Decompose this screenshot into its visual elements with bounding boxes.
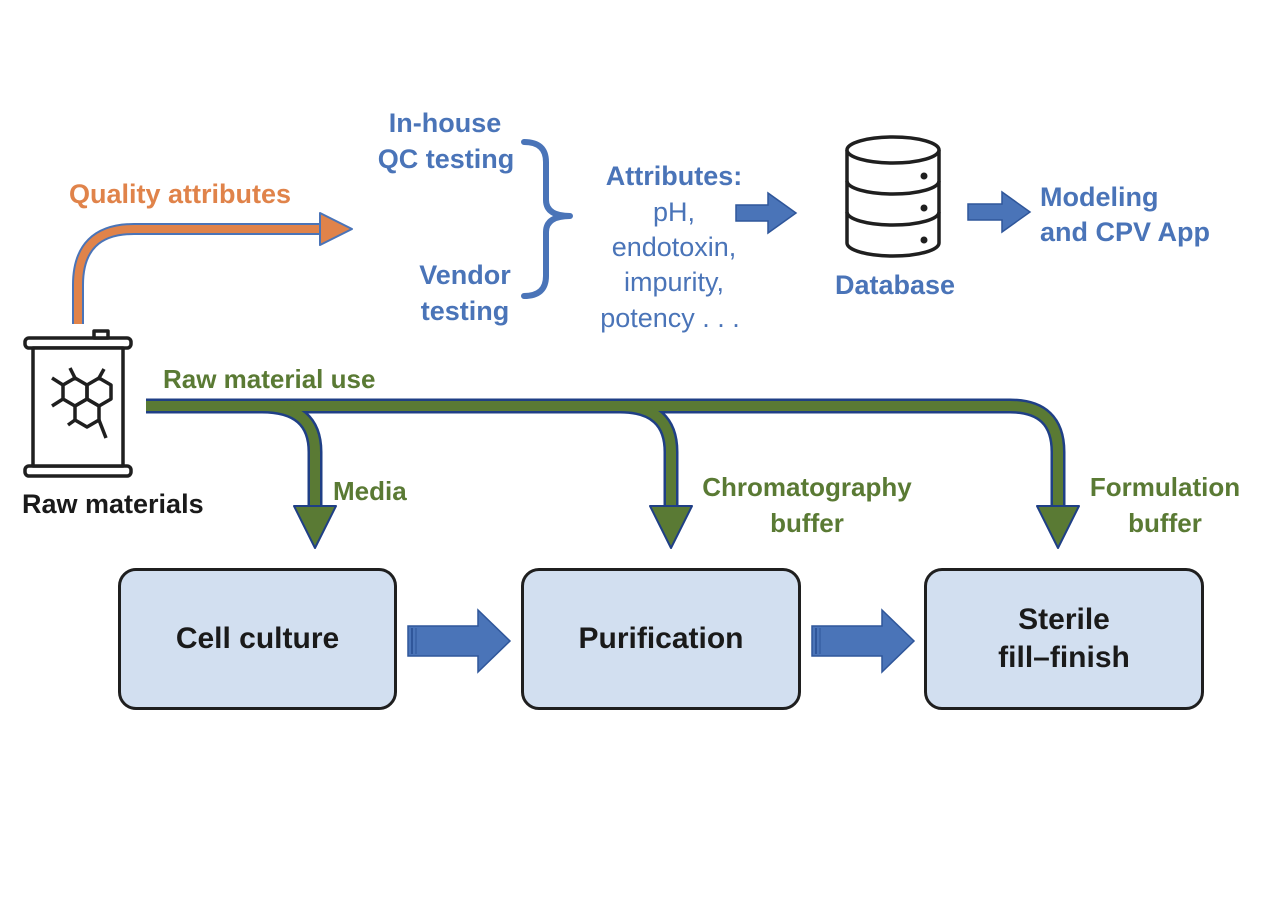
chromatography-label-line1: Chromatography	[702, 472, 912, 502]
cell-culture-box: Cell culture	[118, 568, 397, 710]
modeling-label-line1: Modeling	[1040, 182, 1159, 212]
raw-material-use-label: Raw material use	[163, 364, 376, 394]
raw-materials-label: Raw materials	[22, 489, 204, 519]
in-house-label-line1: In-house	[388, 108, 502, 138]
database-label: Database	[834, 270, 956, 300]
purification-to-fill-finish-arrow	[811, 608, 916, 674]
attributes-potency: potency . . .	[600, 303, 740, 333]
database-to-modeling-arrow	[967, 190, 1032, 234]
vendor-label-line2: testing	[420, 296, 510, 326]
formulation-label-line1: Formulation	[1089, 472, 1241, 502]
attributes-to-database-arrow	[735, 191, 798, 235]
purification-label: Purification	[578, 622, 744, 655]
sterile-fill-finish-label: Sterile fill–finish	[998, 603, 1130, 674]
in-house-label-line2: QC testing	[377, 144, 515, 174]
attributes-title: Attributes:	[605, 161, 743, 191]
quality-attributes-label: Quality attributes	[69, 179, 292, 209]
sterile-fill-finish-box: Sterile fill–finish	[924, 568, 1204, 710]
chemical-barrel-icon	[23, 329, 133, 478]
purification-box: Purification	[521, 568, 801, 710]
quality-attributes-arrow	[72, 212, 353, 324]
attributes-ph: pH,	[652, 197, 696, 227]
attributes-impurity: impurity,	[623, 267, 724, 297]
cell-culture-to-purification-arrow	[407, 608, 512, 674]
attributes-endotoxin: endotoxin,	[611, 232, 737, 262]
testing-brace	[521, 139, 573, 299]
cell-culture-label: Cell culture	[175, 622, 340, 655]
media-label: Media	[333, 476, 407, 506]
formulation-label-line2: buffer	[1128, 508, 1202, 538]
database-icon	[845, 135, 941, 258]
chromatography-label-line2: buffer	[770, 508, 844, 538]
raw-material-use-arrows	[146, 398, 1080, 549]
modeling-label-line2: and CPV App	[1040, 217, 1211, 247]
vendor-label-line1: Vendor	[419, 260, 511, 290]
